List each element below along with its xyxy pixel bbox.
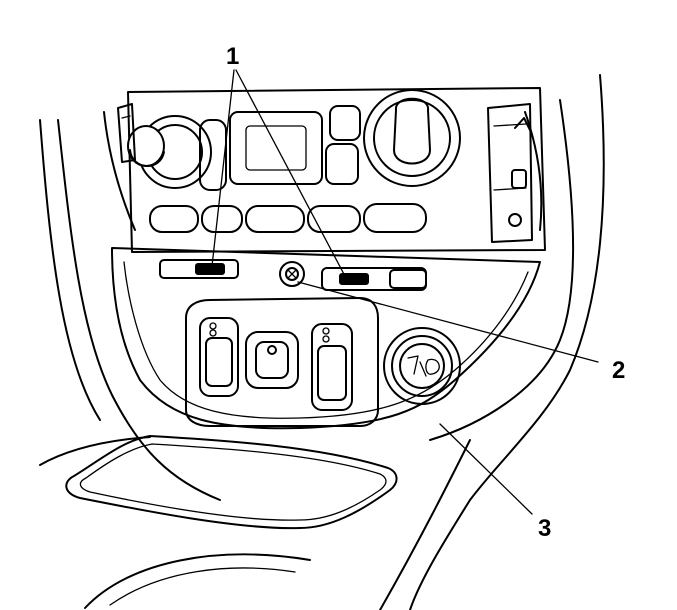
tuning-knob [127, 115, 212, 189]
callout-1: 1 [226, 43, 239, 70]
power-outlet [383, 327, 461, 405]
leader-line-1a [211, 69, 235, 267]
radio-head-unit [117, 87, 546, 253]
mounting-bracket [487, 103, 543, 243]
trim-bezel [111, 247, 541, 430]
leader-lines [211, 69, 599, 515]
leader-line-1b [235, 69, 347, 279]
storage-tray [65, 435, 398, 530]
left-bracket [117, 103, 136, 163]
leader-line-2 [297, 281, 599, 363]
leader-line-3 [439, 423, 533, 515]
radio-display [229, 111, 323, 185]
console-outline [39, 74, 605, 610]
preset-buttons [149, 203, 427, 233]
bezel-fastener [279, 261, 305, 287]
callout-3: 3 [538, 515, 551, 542]
volume-knob [363, 89, 461, 187]
callout-2: 2 [612, 357, 625, 384]
switch-panel [185, 297, 379, 427]
retaining-clip-right [321, 267, 427, 291]
left-switch [199, 317, 239, 397]
retaining-clip-left [159, 259, 239, 279]
right-switch [311, 323, 353, 411]
center-switch [245, 331, 299, 389]
